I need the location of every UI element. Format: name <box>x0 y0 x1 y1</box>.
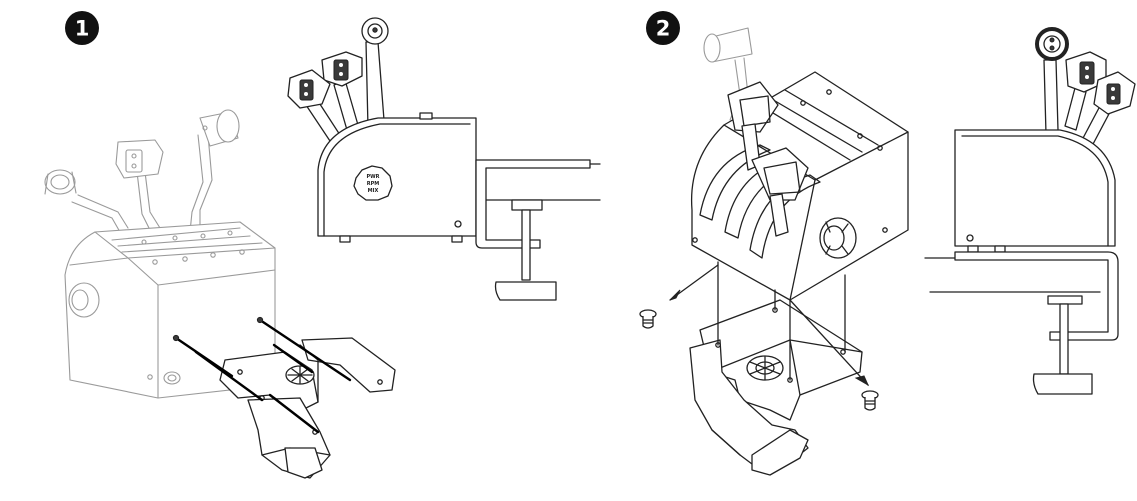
side-lever-3 <box>287 69 341 142</box>
step-2-number: 2 <box>656 17 671 41</box>
throttle-dial: PWR RPM MIX <box>353 165 393 201</box>
desk-clamp-step2 <box>954 251 1119 395</box>
quadrant-isometric-step1 <box>44 109 276 399</box>
mounting-bracket-step1 <box>219 337 396 479</box>
knob-step2 <box>819 217 857 259</box>
screw-lines-step2 <box>669 261 870 387</box>
desk-clamp-step1 <box>475 159 591 301</box>
dial-label-pwr: PWR <box>366 174 379 180</box>
lever-center <box>115 139 164 231</box>
screw-left-step2 <box>639 309 657 329</box>
quadrant-side-view-step1: PWR RPM MIX <box>287 17 601 301</box>
lever-left <box>44 169 129 233</box>
screw-lines-step1 <box>172 316 352 434</box>
mounting-bracket-step2 <box>689 299 863 476</box>
step-1-number: 1 <box>75 17 90 41</box>
side-lever-2 <box>321 51 363 131</box>
side-lever-a-step2 <box>1035 27 1069 135</box>
side-lever-1 <box>361 17 389 129</box>
dial-label-mix: MIX <box>368 188 379 194</box>
side-lever-b-step2 <box>1064 51 1107 131</box>
bracket-wheel-step2 <box>746 355 784 381</box>
step-1-badge: 1 <box>65 11 99 45</box>
step-2-badge: 2 <box>646 11 680 45</box>
quadrant-isometric-step2 <box>690 27 909 301</box>
quadrant-side-view-step2 <box>924 27 1136 395</box>
usb-connector <box>163 371 181 385</box>
dial-label-rpm: RPM <box>367 181 380 187</box>
lever-right <box>189 109 240 233</box>
screw-right-step2 <box>861 390 879 411</box>
lever-front-b-step2 <box>751 147 809 237</box>
knob-step1 <box>68 282 100 318</box>
